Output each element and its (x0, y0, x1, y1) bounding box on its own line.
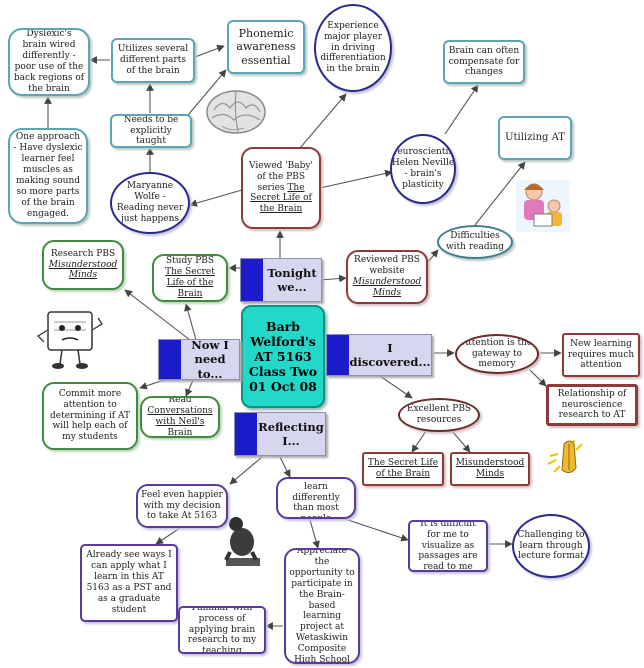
node-relationship-neuroscience[interactable]: Relationship of neuroscience research to… (546, 384, 638, 426)
link-tonight-reviewed (319, 274, 347, 283)
node-research-pbs[interactable]: Research PBS Misunderstood Minds (42, 240, 124, 290)
node-challenging-lecture[interactable]: Challenging to learn through lecture for… (512, 514, 590, 578)
node-neuroscientist[interactable]: Neuroscientist Helen Neville - brain's p… (390, 134, 456, 204)
node-misunderstood-minds[interactable]: Misunderstood Minds (450, 452, 530, 486)
node-commit-attention[interactable]: Commit more attention to determining if … (42, 382, 138, 450)
header-reflecting-bar (235, 413, 257, 455)
central-topic[interactable]: Barb Welford's AT 5163 Class Two 01 Oct … (241, 305, 325, 408)
node-one-approach[interactable]: One approach - Have dyslexic learner fee… (8, 128, 88, 224)
node-attention-gateway[interactable]: Attention is the gateway to memory (455, 334, 539, 374)
link-now-research (124, 289, 191, 341)
node-difficult-visualize[interactable]: It is difficult for me to visualize as p… (408, 520, 488, 572)
link-viewed-maryanne (189, 189, 243, 207)
node-reviewed-pbs[interactable]: Reviewed PBS website Misunderstood Minds (346, 250, 428, 304)
link-attention-relationship (529, 369, 547, 387)
link-explicit-phonemic (187, 69, 227, 116)
node-explicitly-taught[interactable]: Needs to be explicitly taught (110, 114, 192, 148)
link-reviewed-difficulties (427, 249, 439, 263)
header-discovered-bar (327, 335, 349, 375)
node-dyslexic-brain[interactable]: Dyslexic's brain wired differently - poo… (8, 28, 90, 96)
thinker-statue-picture-icon (224, 517, 260, 566)
link-reflecting-feel (229, 456, 263, 485)
link-difficulties-utilizing (474, 161, 526, 226)
people-reading-picture-icon (516, 180, 570, 232)
node-experience[interactable]: Experience major player in driving diffe… (314, 4, 392, 92)
node-difficulties-reading[interactable]: Difficulties with reading (437, 225, 513, 259)
node-realize-learn[interactable]: Realize that I learn differently than mo… (276, 477, 356, 519)
link-feel-alreadysee (155, 527, 181, 545)
thinking-paper-character-icon (36, 311, 103, 369)
node-viewed-baby[interactable]: Viewed 'Baby' of the PBS series The Secr… (241, 147, 321, 229)
header-tonight-bar (241, 259, 263, 301)
node-utilizes-parts[interactable]: Utilizes several different parts of the … (111, 38, 195, 83)
praying-hands-picture-icon (547, 439, 583, 474)
node-appreciate[interactable]: Appreciate the opportunity to participat… (284, 548, 360, 664)
node-feel-happier[interactable]: Feel even happier with my decision to ta… (136, 484, 228, 528)
node-maryanne-wolfe[interactable]: Maryanne Wolfe - Reading never just happ… (110, 172, 190, 234)
node-read-conversations[interactable]: Read Conversations with Neil's Brain (140, 396, 220, 438)
link-excellent-misunderstood (451, 430, 471, 453)
node-secret-life[interactable]: The Secret Life of the Brain (362, 452, 444, 486)
node-familiar-process[interactable]: Familiar with process of applying brain … (178, 606, 266, 654)
link-realize-appreciate (309, 519, 320, 549)
link-now-study (184, 303, 197, 341)
brain-picture-icon (206, 90, 266, 134)
link-discovered-excellent (379, 375, 413, 399)
link-neuroscientist-compensate (444, 84, 479, 135)
header-i-discovered[interactable]: I discovered... (326, 334, 432, 376)
node-new-learning[interactable]: New learning requires much attention (562, 333, 640, 377)
link-viewed-neuroscientist (319, 169, 393, 189)
node-already-see[interactable]: Already see ways I can apply what I lear… (80, 544, 178, 622)
link-viewed-experience (299, 93, 347, 149)
link-now-read (185, 377, 195, 397)
link-excellent-secret (411, 430, 427, 453)
node-phonemic-awareness[interactable]: Phonemic awareness essential (227, 20, 305, 74)
link-reflecting-realize (279, 456, 291, 478)
node-study-pbs[interactable]: Study PBS The Secret Life of the Brain (152, 254, 228, 302)
node-excellent-pbs[interactable]: Excellent PBS resources (398, 398, 480, 432)
node-brain-compensate[interactable]: Brain can often compensate for changes (443, 40, 525, 84)
header-now-bar (159, 340, 181, 379)
node-utilizing-at[interactable]: Utilizing AT (498, 116, 572, 160)
